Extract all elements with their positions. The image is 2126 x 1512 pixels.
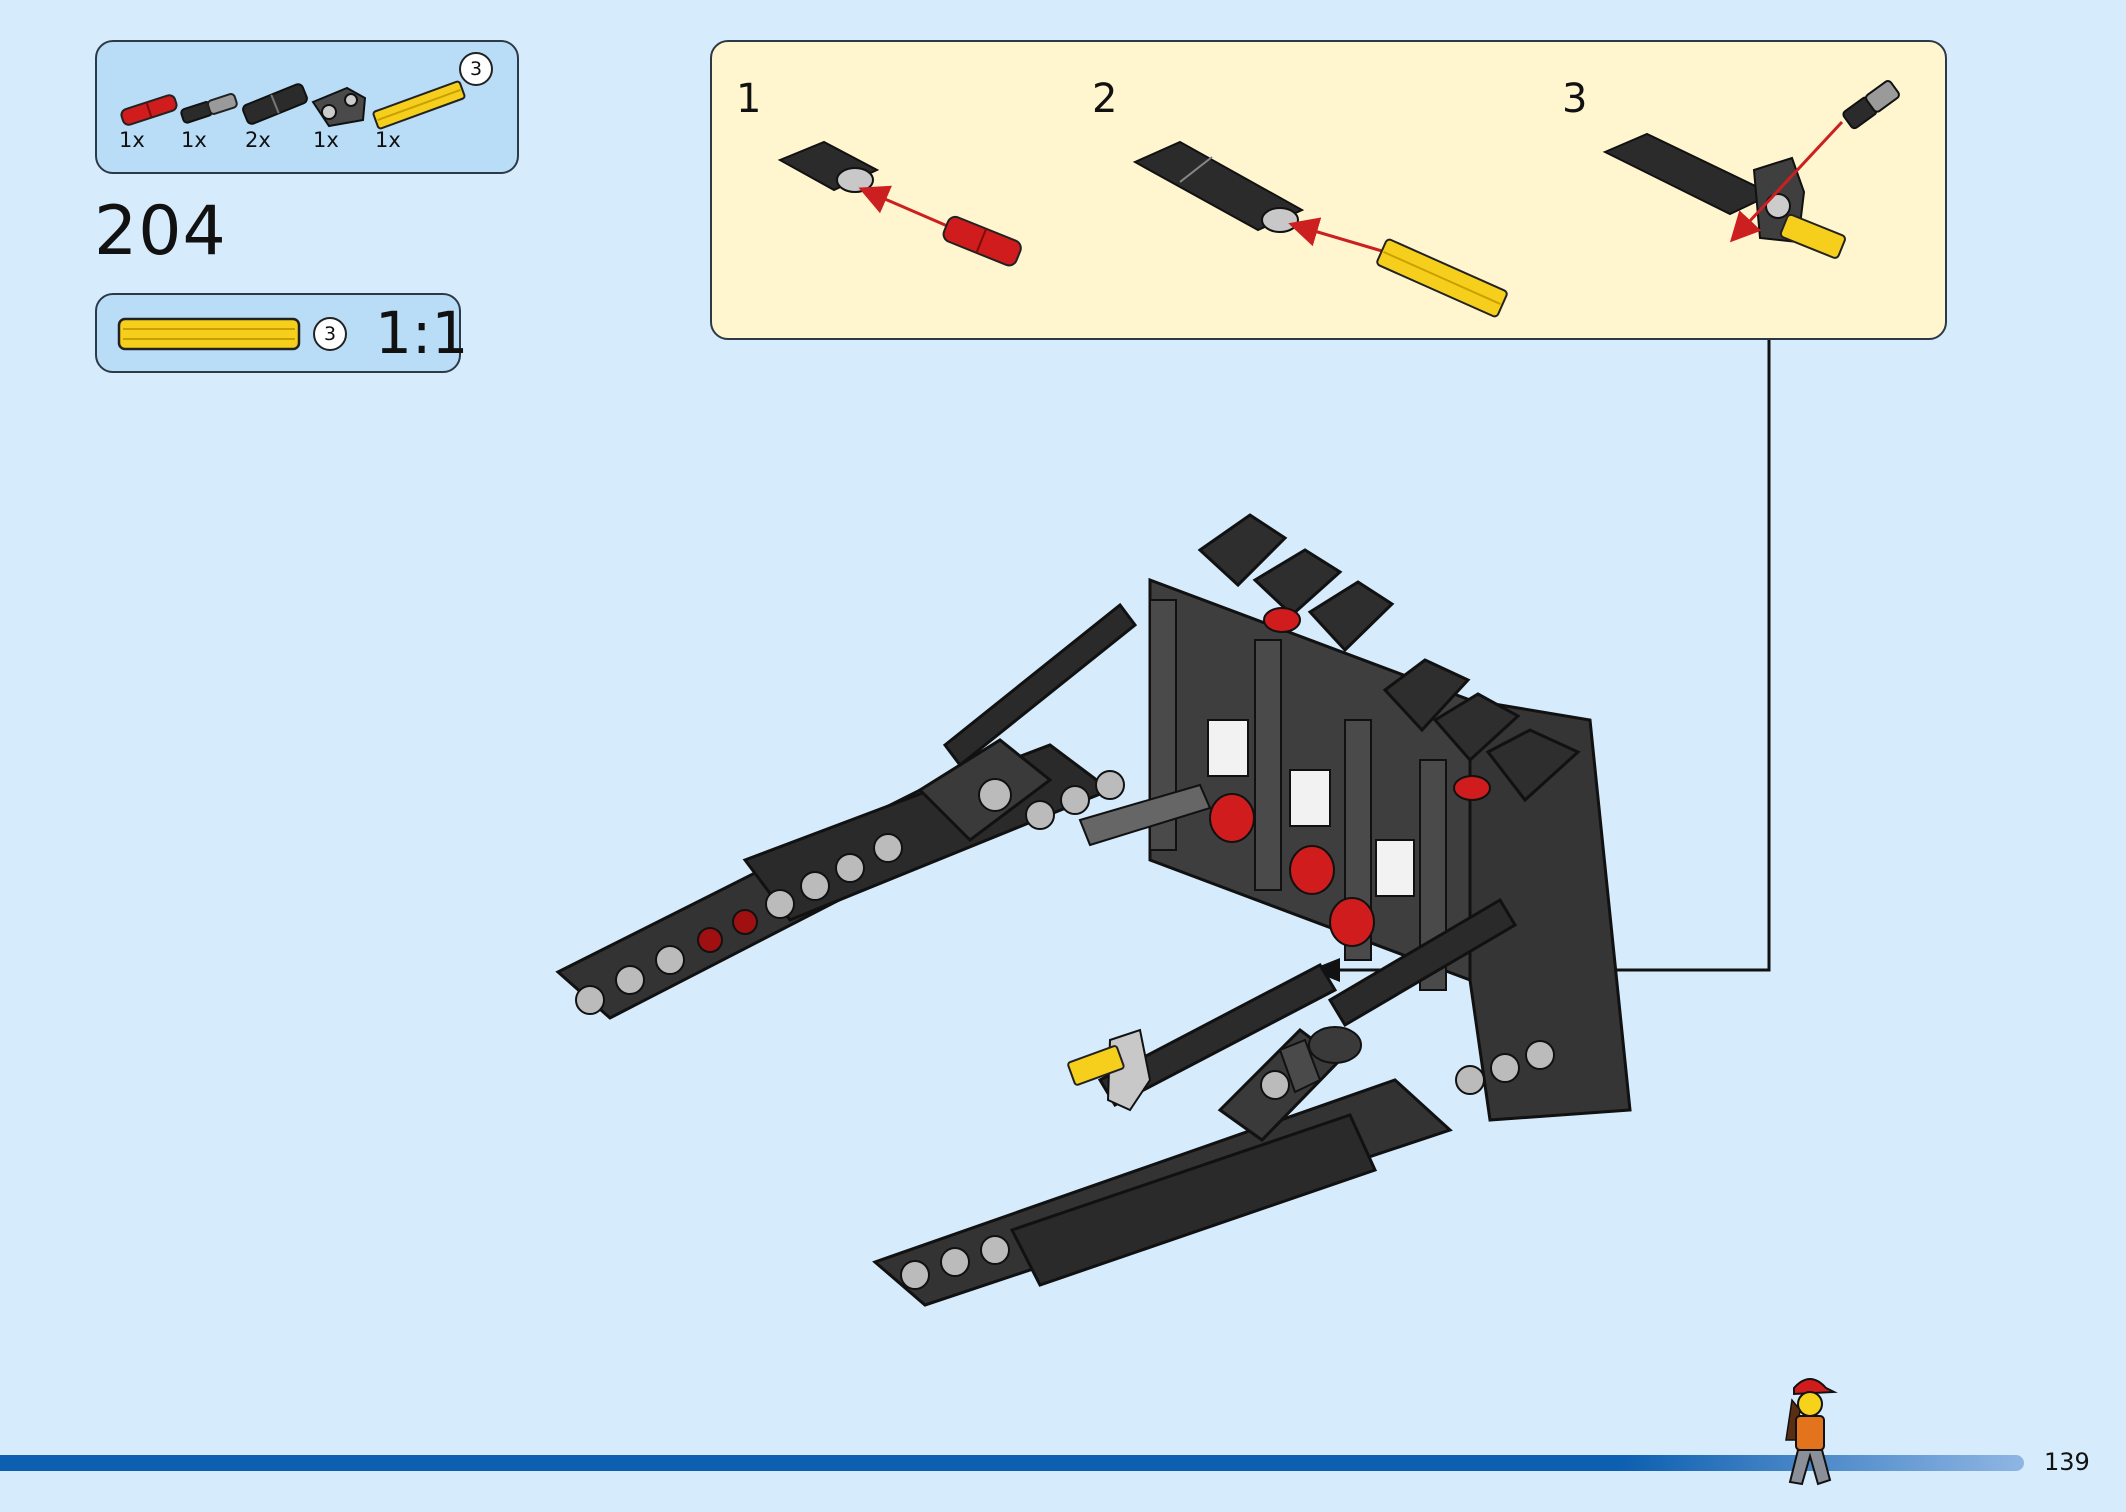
subassembly-callout: 1 2 3: [710, 40, 1947, 340]
model-lower-arm: [872, 897, 1555, 1307]
qty-label: 1x: [375, 128, 401, 152]
step2-arrow: [1288, 217, 1393, 256]
minifigure-mascot: [1785, 1378, 1838, 1486]
substep-number: 1: [736, 76, 762, 122]
callout-pointer-arrow: [1310, 958, 1340, 982]
yellow-axle-part: [372, 80, 466, 130]
step3-arrow: [1729, 120, 1844, 243]
step1-arrow: [858, 185, 953, 230]
qty-label: 1x: [313, 128, 339, 152]
connector-part: [180, 93, 238, 124]
qty-label: 1x: [119, 128, 145, 152]
scale-reference: 3 1:1: [95, 293, 468, 373]
page-footer-bar: [0, 1455, 2024, 1471]
step-number: 204: [94, 192, 227, 271]
substep-number: 3: [1562, 76, 1588, 122]
model-upper-arm: [555, 602, 1212, 1020]
yellow-axle-1to1: [117, 317, 301, 351]
axle-length-badge: 3: [313, 317, 347, 351]
qty-label: 2x: [245, 128, 271, 152]
parts-list: 3 1x 1x 2x 1x 1x: [95, 40, 519, 174]
substep-number: 2: [1092, 76, 1118, 122]
red-pin-part: [120, 94, 178, 126]
axle-length-badge: 3: [459, 52, 493, 86]
qty-label: 1x: [181, 128, 207, 152]
step2-yellow-axle: [1376, 238, 1508, 318]
step3-yellow-axle-end: [1779, 213, 1846, 259]
step3-small-connector: [1842, 80, 1900, 130]
page-number: 139: [2044, 1448, 2090, 1476]
substep-illustrations: [777, 80, 1900, 318]
step1-red-pin: [942, 215, 1022, 267]
scale-ratio: 1:1: [375, 299, 469, 367]
black-axle-connector-part: [242, 83, 308, 125]
liftarm-part: [311, 86, 367, 128]
